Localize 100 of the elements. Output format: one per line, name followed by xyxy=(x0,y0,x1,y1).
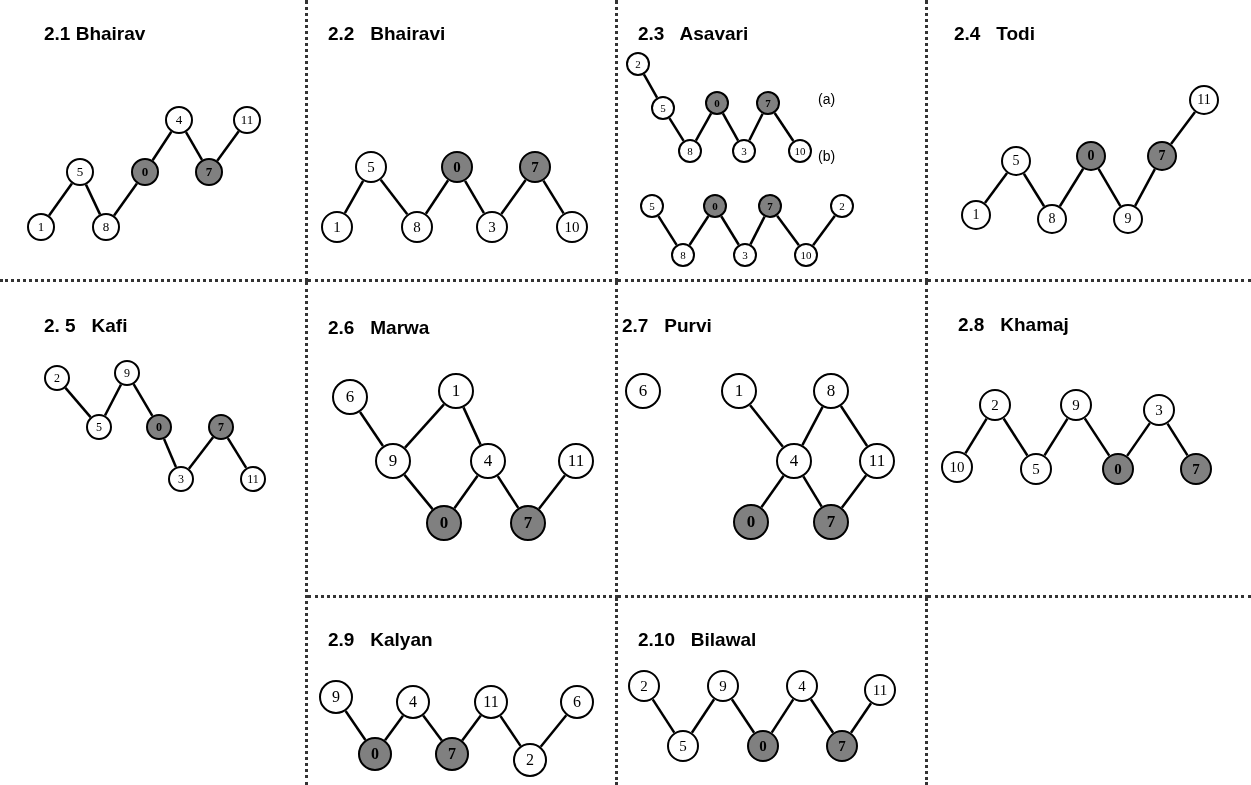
connector-line xyxy=(748,113,764,141)
note-circle: 0 xyxy=(747,730,779,762)
note-circle: 2 xyxy=(44,365,70,391)
note-circle: 0 xyxy=(426,505,462,541)
connector-line xyxy=(801,406,824,446)
note-circle: 7 xyxy=(208,414,234,440)
note-circle: 1 xyxy=(321,211,353,243)
note-circle: 11 xyxy=(474,685,508,719)
note-circle: 5 xyxy=(667,730,699,762)
note-circle: 11 xyxy=(558,443,594,479)
connector-line xyxy=(500,179,527,215)
panel-title: 2.6 Marwa xyxy=(328,318,430,339)
connector-line xyxy=(690,698,716,734)
note-circle: 11 xyxy=(240,466,266,492)
note-circle: 11 xyxy=(864,674,896,706)
note-circle: 9 xyxy=(1113,204,1143,234)
connector-line xyxy=(151,131,173,161)
note-circle: 7 xyxy=(813,504,849,540)
note-circle: 5 xyxy=(86,414,112,440)
connector-line xyxy=(384,715,404,741)
note-circle: 8 xyxy=(813,373,849,409)
connector-line xyxy=(187,436,215,470)
note-circle: 8 xyxy=(678,139,702,163)
note-circle: 5 xyxy=(355,151,387,183)
note-circle: 5 xyxy=(640,194,664,218)
sub-label: (a) xyxy=(818,91,836,107)
connector-line xyxy=(1170,111,1196,145)
note-circle: 2 xyxy=(979,389,1011,421)
note-circle: 4 xyxy=(165,106,193,134)
note-circle: 10 xyxy=(556,211,588,243)
note-circle: 9 xyxy=(114,360,140,386)
sub-label: (b) xyxy=(818,148,836,164)
note-circle: 2 xyxy=(626,52,650,76)
note-circle: 6 xyxy=(625,373,661,409)
panel-title: 2.10 Bilawal xyxy=(638,630,757,651)
note-circle: 0 xyxy=(1102,453,1134,485)
connector-line xyxy=(1043,417,1069,457)
connector-line xyxy=(773,112,795,142)
connector-line xyxy=(809,698,835,734)
connector-line xyxy=(162,438,178,468)
connector-line xyxy=(1134,168,1156,207)
note-circle: 8 xyxy=(92,213,120,241)
note-circle: 9 xyxy=(707,670,739,702)
connector-line xyxy=(1022,173,1046,207)
note-circle: 3 xyxy=(1143,394,1175,426)
connector-line xyxy=(839,405,869,447)
note-circle: 2 xyxy=(628,670,660,702)
note-circle: 0 xyxy=(441,151,473,183)
connector-line xyxy=(1083,417,1111,457)
connector-line xyxy=(651,698,676,734)
note-circle: 10 xyxy=(794,243,818,267)
note-circle: 4 xyxy=(470,443,506,479)
note-circle: 7 xyxy=(519,151,551,183)
panel xyxy=(308,282,618,598)
note-circle: 1 xyxy=(27,213,55,241)
connector-line xyxy=(113,182,138,217)
connector-line xyxy=(668,117,685,142)
connector-line xyxy=(730,698,756,734)
note-circle: 5 xyxy=(1001,146,1031,176)
connector-line xyxy=(849,702,873,734)
connector-line xyxy=(749,216,766,245)
note-circle: 0 xyxy=(131,158,159,186)
connector-line xyxy=(1166,422,1189,457)
note-circle: 4 xyxy=(786,670,818,702)
connector-line xyxy=(721,112,740,142)
note-circle: 7 xyxy=(826,730,858,762)
connector-line xyxy=(542,179,565,215)
note-circle: 7 xyxy=(195,158,223,186)
panel-title: 2.8 Khamaj xyxy=(958,315,1069,336)
note-circle: 4 xyxy=(776,443,812,479)
note-circle: 2 xyxy=(830,194,854,218)
connector-line xyxy=(499,715,522,747)
connector-line xyxy=(404,403,445,449)
note-circle: 7 xyxy=(1147,141,1177,171)
note-circle: 5 xyxy=(651,96,675,120)
note-circle: 8 xyxy=(671,243,695,267)
note-circle: 11 xyxy=(233,106,261,134)
note-circle: 11 xyxy=(1189,85,1219,115)
connector-line xyxy=(760,475,785,508)
connector-line xyxy=(132,383,154,417)
note-circle: 2 xyxy=(513,743,547,777)
note-circle: 6 xyxy=(560,685,594,719)
panel-title: 2.2 Bhairavi xyxy=(328,24,446,45)
connector-line xyxy=(64,387,92,418)
connector-line xyxy=(720,215,740,246)
note-circle: 10 xyxy=(788,139,812,163)
connector-line xyxy=(694,112,713,142)
connector-line xyxy=(379,178,409,216)
connector-line xyxy=(1097,168,1122,207)
connector-line xyxy=(1058,168,1085,207)
note-circle: 8 xyxy=(401,211,433,243)
note-circle: 0 xyxy=(733,504,769,540)
note-circle: 6 xyxy=(332,379,368,415)
connector-line xyxy=(343,180,365,214)
note-circle: 5 xyxy=(1020,453,1052,485)
note-circle: 5 xyxy=(66,158,94,186)
note-circle: 0 xyxy=(705,91,729,115)
note-circle: 1 xyxy=(721,373,757,409)
connector-line xyxy=(770,698,795,734)
connector-line xyxy=(964,418,988,454)
